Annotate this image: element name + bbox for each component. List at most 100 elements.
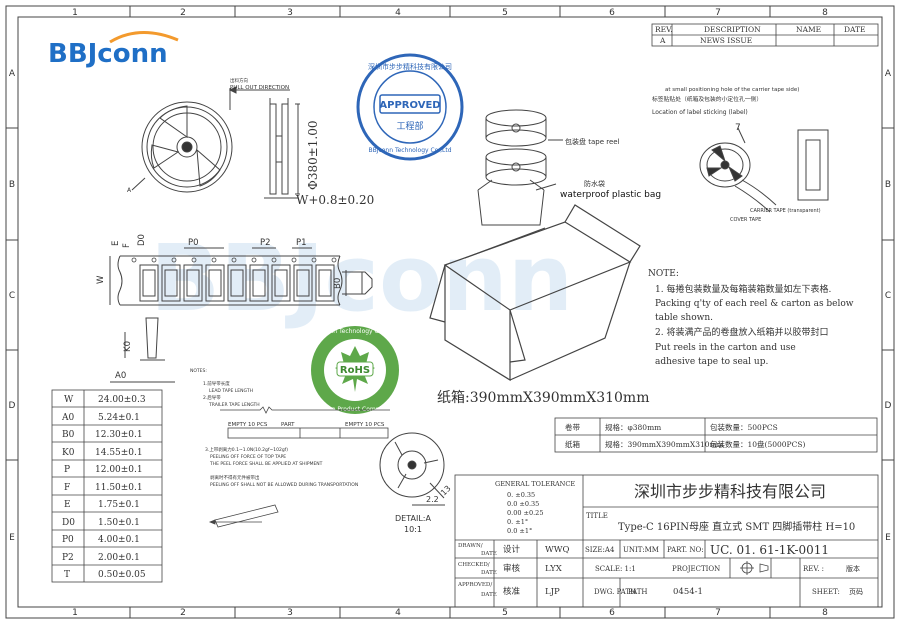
- empty-right: EMPTY 10 PCS: [345, 422, 385, 428]
- carton-box: [429, 204, 641, 382]
- col-number: 7: [715, 608, 721, 618]
- dim-key: F: [64, 483, 70, 493]
- pull-small-label: 出料方向: [230, 77, 248, 84]
- dim-value: 5.24±0.1: [98, 413, 140, 423]
- peel-en: PEELING OFF FORCE OF TOP TAPE: [210, 454, 286, 460]
- rohs-ring-bottom: Green Product Compliant: [317, 406, 393, 413]
- title-label: TITLE: [586, 512, 608, 520]
- tolerance-row: 0.0 ±1°: [507, 527, 532, 535]
- dim-key: B0: [62, 430, 75, 440]
- tolerance-row: 0.00 ±0.25: [507, 509, 543, 517]
- logo-text: BBJconn: [48, 39, 168, 69]
- rev-value: A: [659, 36, 666, 45]
- col-number: 3: [287, 8, 293, 18]
- part-no-label: PART. NO:: [667, 546, 704, 554]
- empty-left: EMPTY 10 PCS: [228, 422, 268, 428]
- note-1-cn: 1. 每捲包装数量及每箱装箱数量如左下表格.: [655, 283, 831, 295]
- stamp-dept: 工程部: [396, 120, 423, 132]
- pack-row1-kind: 卷带: [565, 422, 580, 432]
- tolerance-title: GENERAL TOLERANCE: [495, 480, 575, 488]
- notes-label: NOTES:: [190, 368, 207, 374]
- dim-value: 4.00±0.1: [98, 535, 140, 545]
- leader-en: LEAD TAPE LENGTH: [209, 388, 253, 394]
- detail-label: DETAIL:A: [395, 514, 431, 523]
- checked-label-date: DATE: [481, 570, 497, 576]
- leader-cn: 1.前导带长度: [203, 380, 230, 387]
- dim-value: 12.00±0.1: [95, 465, 143, 475]
- row-letter: B: [9, 180, 15, 190]
- brand-logo: BBJconn: [48, 30, 179, 69]
- tape-label-e: E: [111, 241, 121, 246]
- row-letters: A B C D E A B C D E: [9, 69, 892, 543]
- reel-pack-illustration: [477, 109, 563, 226]
- dim-key: E: [64, 500, 71, 510]
- tape-label-b0: B0: [333, 278, 343, 289]
- pack-row2-qty: 包装数量：10盘(5000PCS): [710, 439, 805, 449]
- row-letter: A: [885, 69, 892, 79]
- dim-width: W+0.8±0.20: [296, 193, 374, 207]
- approval-stamp: APPROVED 工程部 深圳市步步精科技有限公司 BBJconn Techno…: [356, 53, 464, 161]
- notes-block: NOTE: 1. 每捲包装数量及每箱装箱数量如左下表格. Packing q't…: [648, 269, 854, 367]
- peel-en2: PEELING OFF SHALL NOT BE ALLOWED DURING …: [210, 482, 358, 488]
- tolerance-row: 0.0 ±0.35: [507, 500, 539, 508]
- dim-key: P2: [62, 553, 74, 563]
- dwg-path-label: PATH: [628, 588, 648, 596]
- row-letter: E: [885, 533, 891, 543]
- sheet-value: 页码: [849, 588, 863, 596]
- unit-label: UNIT:MM: [623, 546, 659, 554]
- title-value: Type-C 16PIN母座 直立式 SMT 四脚插带柱 H=10: [618, 520, 855, 533]
- revision-table: REV. DESCRIPTION NAME DATE A NEWS ISSUE: [651, 23, 879, 47]
- dimension-table: W 24.00±0.3 A0 5.24±0.1 B0 12.30±0.1 K0 …: [51, 389, 163, 583]
- label-note-line3: Location of label sticking (label): [652, 109, 748, 116]
- reel-label-a: A: [127, 187, 132, 194]
- rev-header-name: NAME: [796, 25, 821, 34]
- dim-value: 1.50±0.1: [98, 518, 140, 528]
- trailer-en: TRAILER TAPE LENGTH: [208, 402, 260, 408]
- dim-value: 2.00±0.1: [98, 553, 140, 563]
- dim-key: P0: [62, 535, 74, 545]
- rev-value-cell: 版本: [846, 564, 860, 573]
- mark-7: 7: [735, 123, 741, 133]
- part-label: PART: [281, 422, 295, 428]
- checked-name: LYX: [545, 564, 563, 574]
- tape-label-f: F: [122, 243, 132, 248]
- note-title: NOTE:: [648, 269, 679, 279]
- projection-label: PROJECTION: [672, 565, 720, 573]
- dim-key: W: [64, 395, 74, 405]
- note-2-en-a: Put reels in the carton and use: [655, 343, 796, 353]
- tape-label-w: W: [96, 275, 106, 284]
- peel-cn2: 剥离时不得有元件被带出: [210, 474, 260, 481]
- stamp-ring-top: 深圳市步步精科技有限公司: [368, 62, 452, 71]
- col-number: 6: [609, 608, 615, 618]
- rev-header-date: DATE: [844, 25, 866, 34]
- trailer-cn: 2.后导带: [203, 394, 221, 401]
- column-ticks: [6, 6, 894, 618]
- scale-label: SCALE: 1:1: [595, 565, 636, 573]
- rohs-center: RoHS: [340, 365, 370, 376]
- title-block: [454, 474, 879, 608]
- pack-row1-qty: 包装数量：500PCS: [710, 422, 778, 432]
- stamp-approved: APPROVED: [379, 100, 440, 111]
- size-label: SIZE:A4: [585, 546, 615, 554]
- note-1-en-a: Packing q'ty of each reel & carton as be…: [655, 299, 854, 309]
- row-letter: A: [9, 69, 16, 79]
- carrier-tape-view: [109, 247, 373, 383]
- col-number: 3: [287, 608, 293, 618]
- col-number: 8: [822, 8, 828, 18]
- dim-key: A0: [61, 413, 74, 423]
- approved-name: LJP: [545, 587, 560, 597]
- tape-schematic: [208, 406, 390, 528]
- pack-row2-spec: 规格：390mmX390mmX310mm: [605, 439, 724, 449]
- label-note-line1: at small positioning hole of the carrier…: [665, 87, 799, 93]
- tape-label-p2: P2: [260, 238, 271, 248]
- carrier-tape-label: CARRIER TAPE (transparent): [750, 208, 821, 214]
- tolerance-block: GENERAL TOLERANCE 0. ±0.35 0.0 ±0.35 0.0…: [495, 480, 575, 535]
- dim-key: D0: [62, 518, 75, 528]
- peel-note: THE PEEL FORCE SHALL BE APPLIED AT SHIPM…: [209, 461, 323, 467]
- bag-label-cn: 防水袋: [584, 179, 605, 188]
- dim-value: 12.30±0.1: [95, 430, 143, 440]
- col-number: 5: [502, 8, 508, 18]
- note-2-en-b: adhesive tape to seal up.: [655, 357, 768, 367]
- dim-value: 11.50±0.1: [95, 483, 143, 493]
- stamp-ring-bottom: BBJconn Technology Co.,Ltd: [368, 147, 451, 154]
